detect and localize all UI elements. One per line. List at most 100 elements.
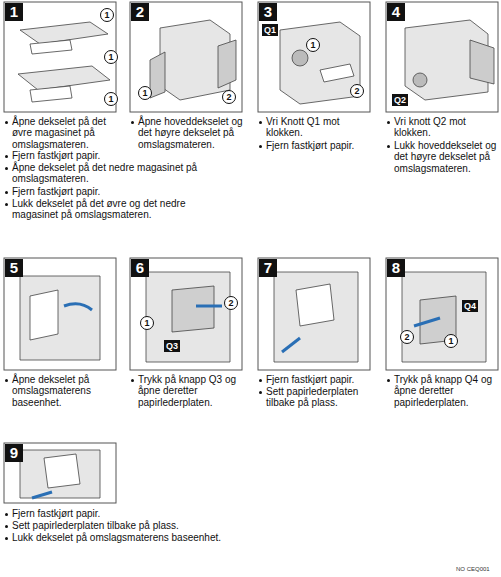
step-number-text: 1	[10, 3, 18, 20]
step-number: 6	[131, 259, 149, 277]
feeder-body	[280, 22, 360, 104]
motion-arrow	[64, 304, 92, 310]
bullet-dot	[259, 145, 262, 148]
base-unit	[146, 272, 230, 362]
callout-number: 2	[222, 90, 236, 104]
instruction-text: Åpne dekselet på det øvre magasinet på o…	[12, 116, 106, 150]
panel-frame	[130, 2, 242, 112]
instruction-item: Åpne dekselet på det øvre magasinet på o…	[4, 116, 124, 150]
instruction-item: Trykk på knapp Q3 og åpne deretter papir…	[130, 374, 248, 408]
panel-frame	[4, 258, 116, 370]
instruction-text: Fjern fastkjørt papir.	[266, 140, 354, 151]
cover-open	[218, 40, 236, 88]
paper-sheet	[30, 40, 72, 54]
instruction-text: Vri Knott Q1 mot klokken.	[266, 116, 340, 138]
instruction-item: Trykk på knapp Q4 og åpne deretter papir…	[386, 374, 498, 408]
instruction-item: Lukk dekselet på omslagsmaterens baseenh…	[4, 532, 264, 543]
step-number-text: 7	[264, 259, 272, 276]
instruction-item: Sett papirlederplaten tilbake på plass.	[4, 520, 244, 531]
knob-label: Q1	[262, 24, 278, 36]
bullet-dot	[5, 167, 8, 170]
cover-open	[470, 40, 494, 84]
instruction-item: Lukk dekselet på det øvre og det nedre m…	[4, 198, 219, 221]
step-number-text: 5	[10, 259, 18, 276]
bullet-dot	[131, 121, 134, 124]
instruction-item: Fjern fastkjørt papir.	[4, 150, 124, 161]
instruction-text: Sett papirlederplaten tilbake på plass.	[12, 520, 179, 531]
bullet-dot	[5, 121, 8, 124]
motion-arrow	[196, 305, 222, 308]
instruction-text: Trykk på knapp Q3 og åpne deretter papir…	[138, 374, 236, 408]
instruction-item: Vri knott Q2 mot klokken.	[386, 116, 496, 139]
step-number-text: 9	[10, 444, 18, 461]
callout-number: 1	[104, 92, 118, 106]
panel-frame	[130, 258, 242, 370]
cover-open	[150, 52, 165, 98]
cover-door	[30, 290, 58, 340]
callout-number: 2	[350, 84, 364, 98]
callout-number: 1	[444, 334, 458, 348]
base-unit	[20, 450, 100, 498]
callout-number: 1	[140, 316, 154, 330]
callout-number: 1	[104, 50, 118, 64]
instruction-text: Fjern fastkjørt papir.	[12, 508, 100, 519]
knob-label: Q4	[462, 300, 478, 312]
panel-frame	[386, 258, 498, 370]
bullet-dot	[387, 121, 390, 124]
knob-label: Q2	[392, 94, 408, 106]
instruction-text: Trykk på knapp Q4 og åpne deretter papir…	[394, 374, 492, 408]
instruction-item: Fjern fastkjørt papir.	[258, 374, 370, 385]
bullet-dot	[131, 379, 134, 382]
bullet-dot	[5, 203, 8, 206]
instruction-item: Lukk hoveddekselet og det høyre dekselet…	[386, 140, 498, 174]
instruction-text: Lukk dekselet på det øvre og det nedre m…	[12, 198, 185, 220]
instruction-item: Åpne dekselet på omslagsmaterens baseenh…	[4, 374, 119, 408]
bullet-dot	[5, 191, 8, 194]
motion-arrow	[32, 492, 52, 498]
guide-plate	[172, 286, 214, 332]
panel-frame	[386, 2, 498, 112]
callout-number: 2	[224, 296, 238, 310]
instruction-text: Sett papirlederplaten tilbake på plass.	[266, 386, 358, 408]
step-number-text: 3	[264, 3, 272, 20]
instruction-item: Fjern fastkjørt papir.	[258, 140, 370, 151]
paper-sheet	[320, 64, 354, 82]
figure-code: NO CEQ001	[456, 566, 490, 573]
instruction-text: Åpne dekselet på det nedre magasinet på …	[12, 162, 197, 184]
step-number: 7	[259, 259, 277, 277]
instruction-item: Åpne dekselet på det nedre magasinet på …	[4, 162, 204, 185]
paper-sheet	[30, 86, 72, 102]
bullet-dot	[259, 391, 262, 394]
bullet-dot	[387, 379, 390, 382]
step-number-text: 2	[136, 3, 144, 20]
step-number: 1	[5, 3, 23, 21]
step-number: 3	[259, 3, 277, 21]
bullet-dot	[5, 525, 8, 528]
step-number-text: 6	[136, 259, 144, 276]
paper-sheet	[44, 454, 80, 488]
bullet-dot	[5, 379, 8, 382]
instruction-text: Vri knott Q2 mot klokken.	[394, 116, 466, 138]
instruction-text: Lukk dekselet på omslagsmaterens baseenh…	[12, 532, 221, 543]
base-unit	[274, 272, 358, 362]
step-number-text: 4	[392, 3, 400, 20]
step-number-text: 8	[392, 259, 400, 276]
motion-arrow	[282, 338, 300, 352]
bullet-dot	[387, 145, 390, 148]
instruction-item: Fjern fastkjørt papir.	[4, 186, 124, 197]
bullet-dot	[259, 379, 262, 382]
step-number: 2	[131, 3, 149, 21]
bullet-dot	[5, 155, 8, 158]
instruction-item: Åpne hoveddekselet og det høyre dekselet…	[130, 116, 248, 150]
step-number: 8	[387, 259, 405, 277]
knob	[292, 50, 308, 66]
base-unit	[402, 272, 486, 362]
instruction-text: Åpne dekselet på omslagsmaterens baseenh…	[12, 374, 91, 408]
step-number: 9	[5, 444, 23, 462]
bullet-dot	[5, 537, 8, 540]
panel-frame	[4, 443, 116, 503]
instruction-text: Lukk hoveddekselet og det høyre dekselet…	[394, 140, 496, 174]
instruction-text: Fjern fastkjørt papir.	[12, 186, 100, 197]
bullet-dot	[5, 513, 8, 516]
